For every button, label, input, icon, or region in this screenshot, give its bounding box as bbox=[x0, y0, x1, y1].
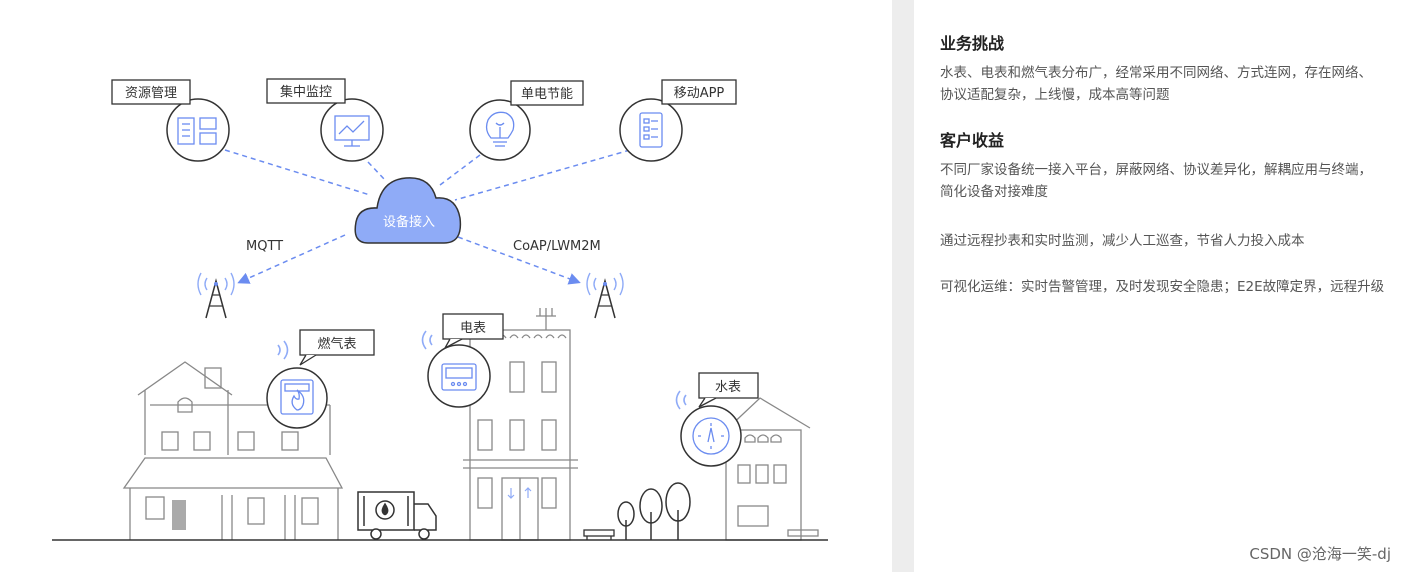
trees bbox=[617, 482, 691, 540]
signal-tower-left bbox=[197, 272, 235, 319]
benefit-item: 可视化运维：实时告警管理，及时发现安全隐患；E2E故障定界，远程升级 bbox=[940, 279, 1385, 295]
meter-label-water: 水表 bbox=[715, 380, 741, 395]
house-right bbox=[725, 397, 819, 541]
watermark: CSDN @沧海一笑-dj bbox=[1249, 545, 1391, 563]
water-truck bbox=[357, 491, 437, 540]
gas-meter-icon bbox=[280, 379, 314, 415]
iot-diagram: 设备接入 MQTT CoAP/LWM2M 资源管理 集中监控 bbox=[52, 78, 828, 541]
benefit-title: 客户收益 bbox=[940, 131, 1005, 150]
signal-tower-right bbox=[586, 272, 624, 319]
water-meter-icon bbox=[692, 417, 730, 455]
building-middle bbox=[463, 308, 578, 541]
app-central-monitoring: 集中监控 bbox=[266, 78, 384, 162]
electric-meter-icon bbox=[441, 363, 477, 391]
meter-label-gas: 燃气表 bbox=[317, 336, 356, 352]
lightbulb-icon bbox=[485, 111, 515, 147]
house-left bbox=[122, 361, 344, 540]
app-label: 集中监控 bbox=[280, 84, 332, 100]
water-meter: 水表 bbox=[675, 372, 759, 467]
protocol-coap-lwm2m: CoAP/LWM2M bbox=[513, 239, 601, 254]
cloud-device-access: 设备接入 bbox=[354, 177, 462, 244]
bench bbox=[583, 529, 615, 540]
protocol-mqtt: MQTT bbox=[246, 239, 283, 254]
house-left-door bbox=[172, 500, 186, 530]
app-label: 移动APP bbox=[674, 86, 725, 101]
app-energy-saving: 单电节能 bbox=[469, 80, 584, 161]
electric-meter: 电表 bbox=[421, 313, 504, 408]
mobile-app-icon bbox=[639, 112, 663, 148]
app-label: 资源管理 bbox=[125, 86, 177, 101]
challenge-title: 业务挑战 bbox=[940, 34, 1005, 53]
gas-meter: 燃气表 bbox=[266, 329, 375, 429]
meter-label-electric: 电表 bbox=[460, 321, 486, 336]
app-resource-management: 资源管理 bbox=[111, 79, 230, 162]
monitor-icon bbox=[334, 115, 370, 147]
building-entrance-arrows bbox=[507, 487, 532, 499]
benefit-item: 不同厂家设备统一接入平台，屏蔽网络、协议差异化，解耦应用与终端，简化设备对接难度 bbox=[940, 162, 1372, 200]
benefit-item: 通过远程抄表和实时监测，减少人工巡查，节省人力投入成本 bbox=[940, 233, 1305, 249]
info-panel: 业务挑战 水表、电表和燃气表分布广，经常采用不同网络、方式连网，存在网络、协议适… bbox=[914, 0, 1405, 572]
app-connections bbox=[224, 149, 631, 201]
protocol-arrows bbox=[237, 234, 581, 285]
app-mobile: 移动APP bbox=[619, 79, 737, 162]
panel-divider bbox=[892, 0, 914, 572]
app-label: 单电节能 bbox=[521, 87, 573, 102]
resource-management-icon bbox=[177, 117, 217, 145]
challenge-text: 水表、电表和燃气表分布广，经常采用不同网络、方式连网，存在网络、协议适配复杂，上… bbox=[940, 65, 1372, 103]
cloud-label: 设备接入 bbox=[383, 214, 435, 230]
